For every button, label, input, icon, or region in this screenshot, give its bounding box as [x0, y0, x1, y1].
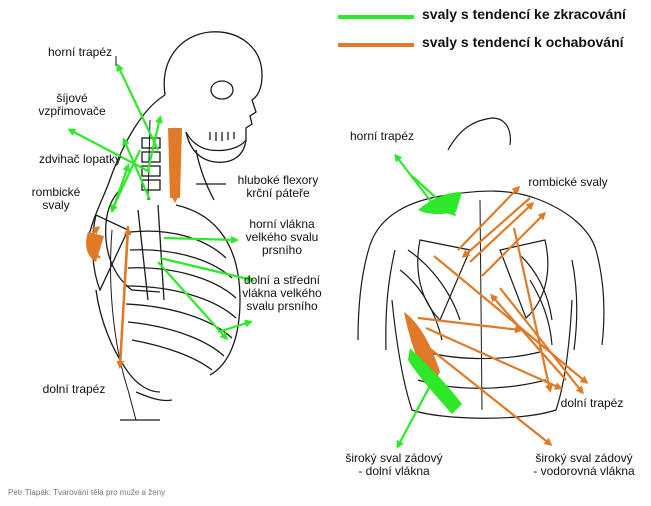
legend-green-swatch [338, 15, 414, 19]
torso-back [96, 290, 160, 392]
neck-front-contour [196, 150, 214, 200]
neck-right [448, 118, 510, 150]
label-upper-trapezius: horní trapéz [40, 46, 120, 59]
arrow-lower-trap-r [492, 296, 566, 380]
label-lat-horizontal: široký sval zádový - vodorovná vlákna [520, 452, 648, 478]
label-levator-scapulae: zdvihač lopatky [30, 153, 130, 166]
eye-socket [211, 81, 233, 99]
arrow-upper-trapezius [118, 66, 158, 150]
arrow-lower-trapezius [120, 230, 128, 366]
arrow-upper-trapezius-r [396, 156, 436, 208]
arrow-lower-trap-r [500, 288, 582, 392]
rib [132, 340, 212, 370]
humerus [138, 205, 164, 300]
pelvis-hint [120, 392, 172, 420]
label-lower-pectoral: dolní a střední vlákna velkého svalu prs… [232, 274, 332, 313]
arrow-rhomboid-r [482, 214, 544, 276]
label-rhomboids: rombické svaly [26, 186, 86, 212]
label-neck-extensors: šíjové vzpřimovače [34, 92, 110, 118]
credit: Petr Tlapák: Tvarování těla pro muže a ž… [8, 488, 165, 497]
right-arm-right-fig [572, 250, 604, 350]
arrow-lower-pectoral [218, 322, 250, 332]
legend-shortening-label: svaly s tendencí ke zkracování [422, 6, 626, 22]
left-arm-right-fig [358, 245, 395, 350]
arrow-rhomboid-r [464, 198, 530, 256]
label-lat-lower: široký sval zádový - dolní vlákna [330, 452, 458, 478]
label-deep-neck-flexors: hluboké flexory krční páteře [228, 174, 328, 200]
label-lower-trapezius: dolní trapéz [34, 383, 114, 396]
label-lower-trapezius-right: dolní trapéz [552, 397, 632, 410]
label-rhomboids-right: rombické svaly [520, 176, 616, 189]
arrow-rhomboid-r [458, 188, 518, 250]
right-upper-trapezius-green [418, 192, 462, 214]
label-upper-pectoral: horní vlákna velkého svalu prsního [236, 218, 328, 257]
legend-weakening-label: svaly s tendencí k ochabování [422, 34, 624, 50]
shoulders-right [370, 191, 596, 250]
rib-cage-front [176, 205, 240, 375]
arrow-lat-horizontal [418, 318, 520, 330]
vertebra [142, 166, 160, 176]
left-rhomboid-orange [86, 232, 104, 262]
label-upper-trapezius-right: horní trapéz [342, 130, 422, 143]
arrow-lower-pectoral [158, 262, 226, 338]
teeth [210, 132, 234, 141]
legend-orange-swatch [338, 43, 414, 47]
spine-right [480, 200, 482, 410]
